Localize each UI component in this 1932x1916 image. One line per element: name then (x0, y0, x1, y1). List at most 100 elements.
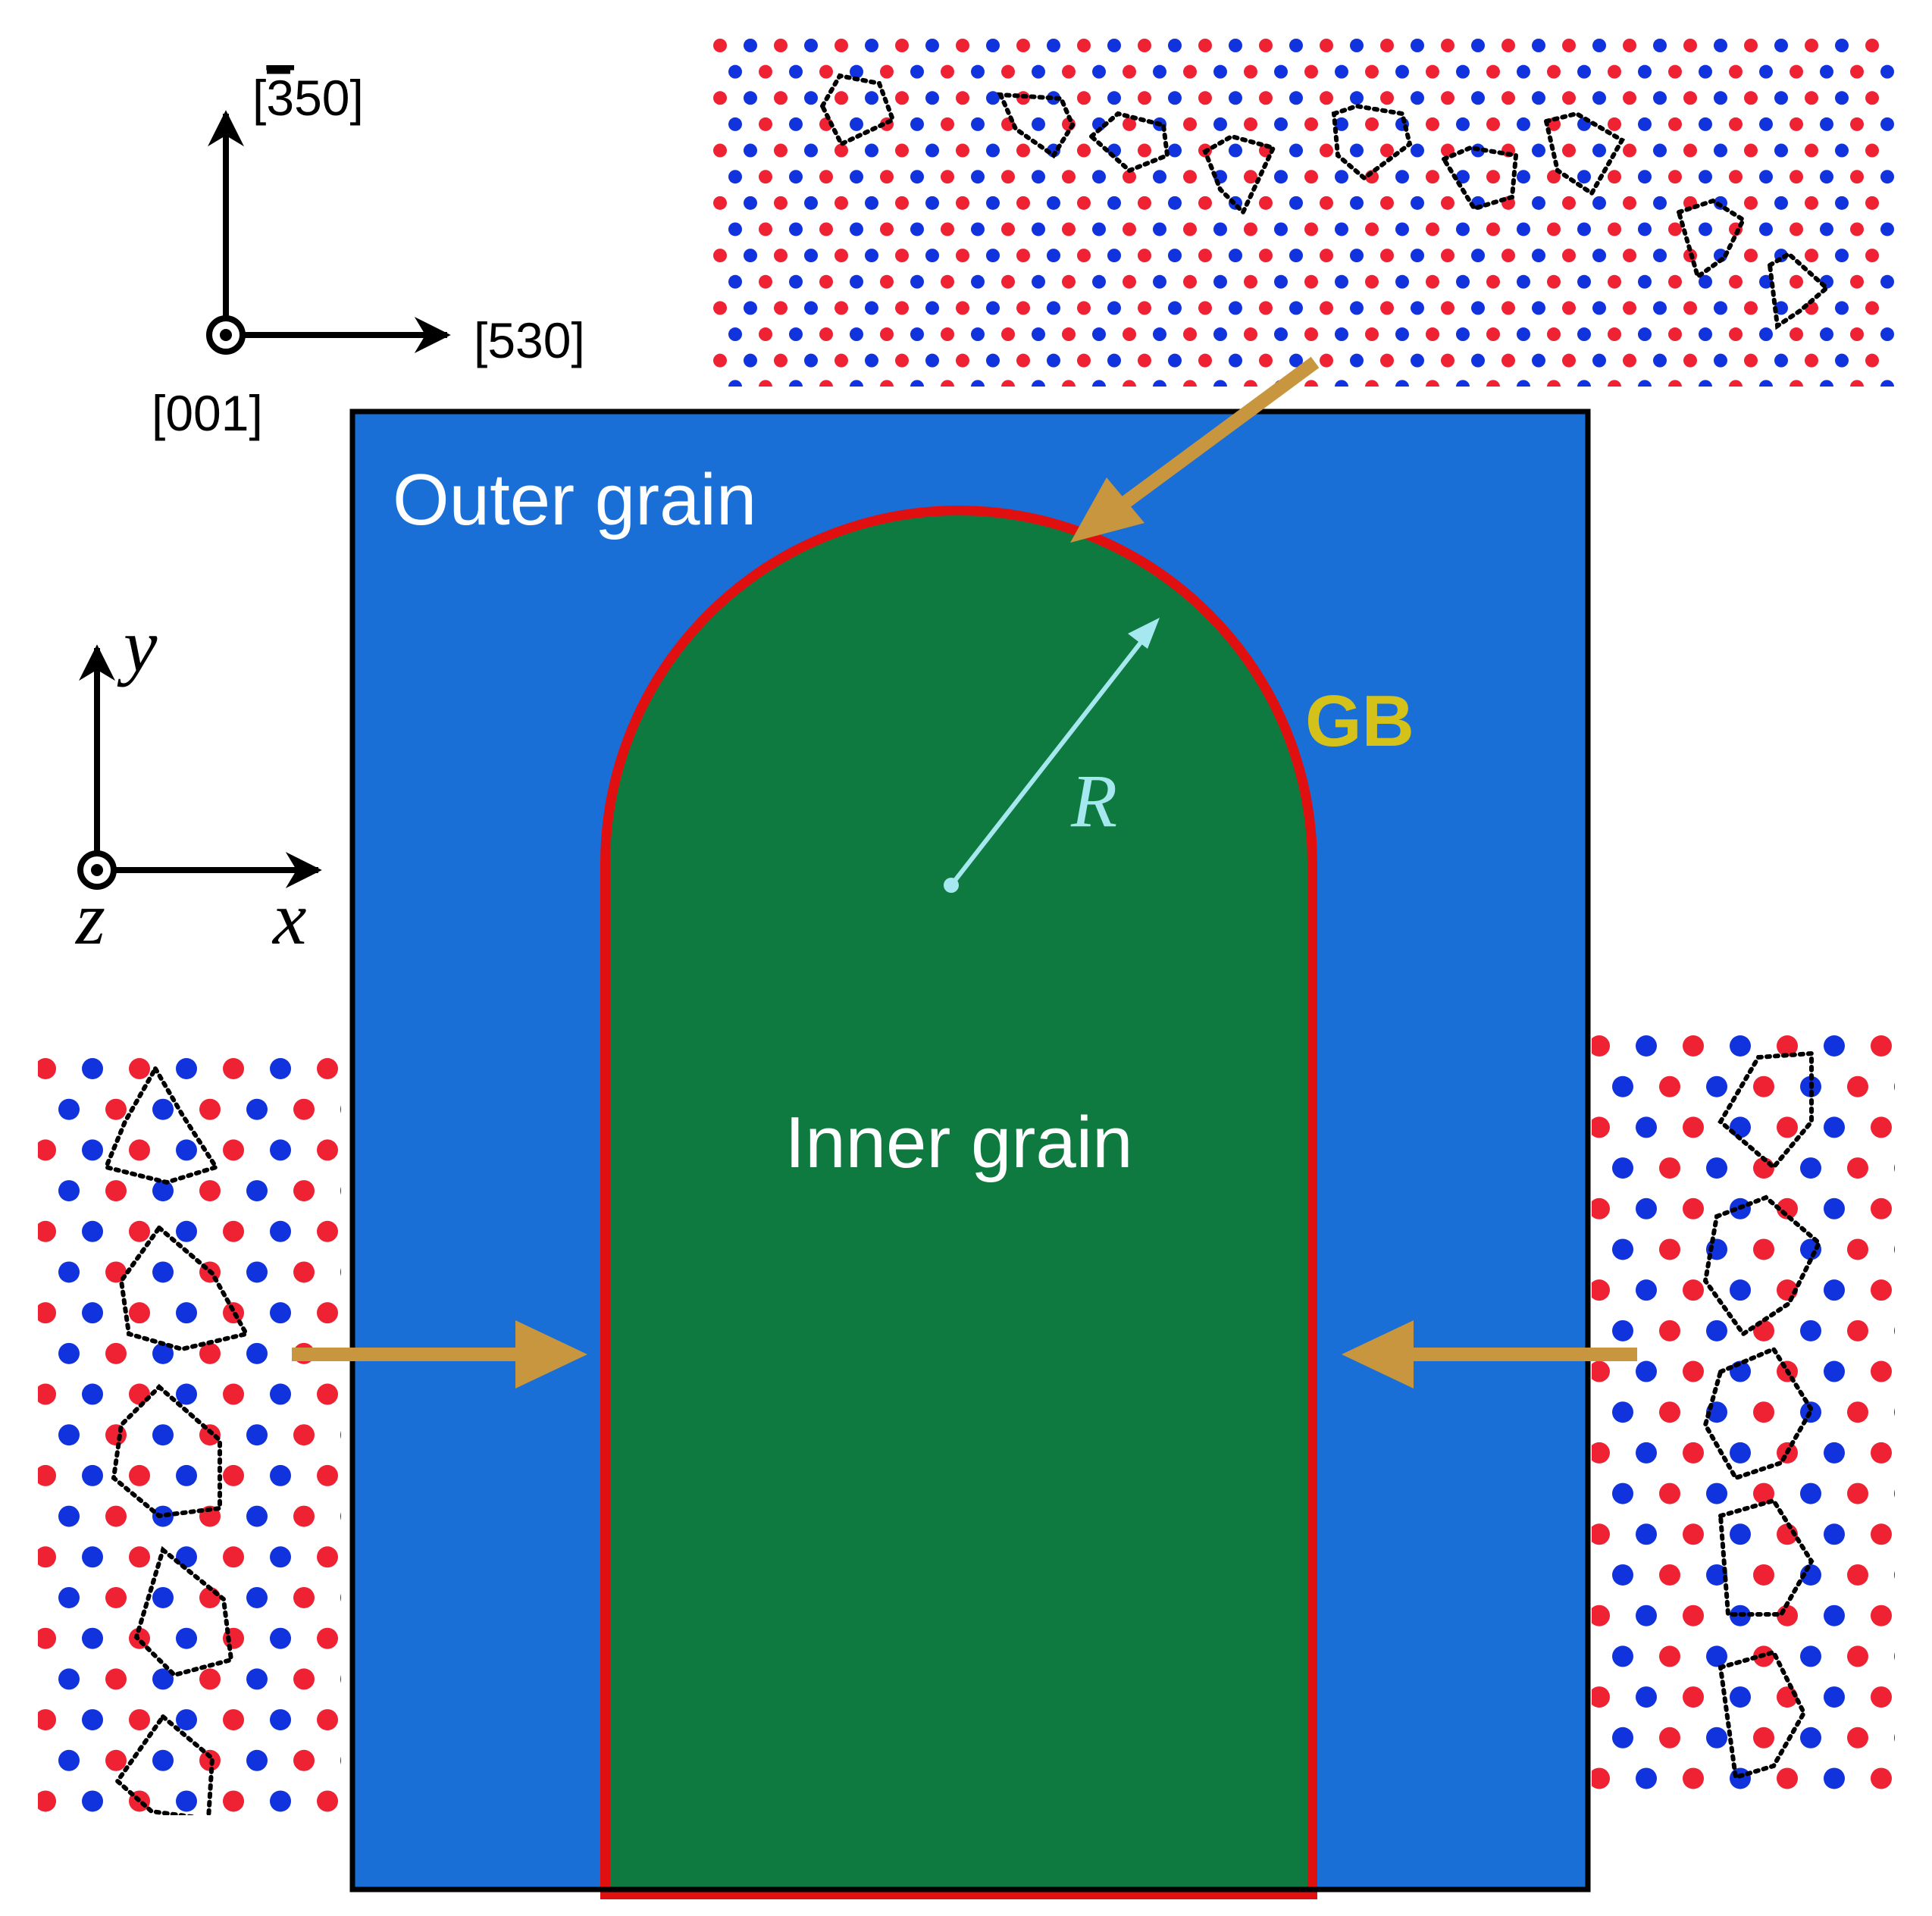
atom (941, 274, 954, 289)
atom (956, 143, 969, 158)
atom (834, 249, 848, 263)
atom (152, 1505, 174, 1527)
atom (880, 327, 894, 342)
atom (1032, 64, 1045, 79)
inset-left-structural-units (102, 1064, 250, 1815)
atom (1894, 1489, 1895, 1498)
atom (1411, 39, 1424, 52)
atom (1744, 353, 1758, 368)
atom (986, 39, 1000, 52)
atom (1668, 222, 1682, 236)
atom (1612, 1564, 1633, 1586)
atom (1744, 91, 1758, 105)
atom (1759, 117, 1773, 131)
atom (971, 274, 985, 289)
atom (1623, 406, 1636, 420)
atom (1880, 170, 1894, 184)
atom (1183, 64, 1197, 79)
atom (986, 301, 1000, 315)
atom (1153, 380, 1166, 387)
atom (1871, 1360, 1892, 1382)
atom (317, 1464, 338, 1486)
atom (728, 327, 742, 342)
atom (744, 301, 757, 315)
atom (1077, 91, 1091, 105)
atom (1426, 327, 1439, 342)
atom (1918, 1279, 1932, 1301)
atom (1880, 274, 1894, 289)
atom (270, 1058, 291, 1079)
atom (1835, 249, 1849, 263)
atom (728, 274, 742, 289)
atom (850, 117, 863, 131)
atom (1395, 380, 1409, 387)
atom (1699, 274, 1712, 289)
atom (1683, 1523, 1704, 1545)
atom (1759, 380, 1773, 387)
atom (82, 1139, 103, 1161)
atom (1706, 1320, 1727, 1342)
atom (1926, 39, 1932, 52)
atom (1894, 1082, 1895, 1091)
atom (1380, 196, 1394, 210)
atom (1138, 39, 1151, 52)
atom (176, 1790, 197, 1812)
atom (1744, 301, 1758, 315)
atom (1753, 1075, 1774, 1097)
atom (1350, 143, 1364, 158)
atom (1911, 380, 1924, 393)
atom (971, 64, 985, 79)
atom (1032, 274, 1045, 289)
atom (129, 1302, 150, 1324)
atom (1894, 1808, 1915, 1830)
atom (223, 1546, 244, 1568)
atom (1577, 274, 1591, 289)
atom (270, 1220, 291, 1242)
atom (1092, 117, 1106, 131)
atom (1918, 1442, 1932, 1464)
atom (1592, 1116, 1610, 1138)
atom (1612, 1238, 1633, 1260)
atom (1532, 249, 1545, 263)
atom (1562, 143, 1576, 158)
atom (1659, 1238, 1680, 1260)
atom (804, 196, 818, 210)
atom (971, 327, 985, 342)
arrow-right (1342, 1320, 1637, 1388)
atom (105, 1505, 127, 1527)
atom (223, 1139, 244, 1161)
atom (895, 91, 909, 105)
atom (1850, 327, 1864, 342)
atom (1608, 380, 1621, 387)
atom (1501, 91, 1515, 105)
atom (865, 39, 878, 52)
atom (1612, 1320, 1633, 1342)
arrow-top-head (1070, 477, 1144, 543)
atom (1790, 170, 1803, 184)
atom (910, 117, 924, 131)
atom (819, 274, 833, 289)
atom (1777, 1849, 1798, 1871)
atom (176, 1383, 197, 1405)
atom (986, 196, 1000, 210)
atom (1244, 274, 1257, 289)
atom (1744, 39, 1758, 52)
structural-unit (102, 1064, 220, 1185)
atom (1001, 222, 1015, 236)
atom (340, 1756, 341, 1764)
atom (1636, 1198, 1657, 1219)
atom (1835, 91, 1849, 105)
atom (246, 1668, 268, 1690)
atom (176, 1058, 197, 1079)
atom (1871, 1604, 1892, 1626)
atom (1153, 327, 1166, 342)
atom (1062, 380, 1076, 387)
atom (199, 1424, 221, 1446)
atom (1699, 433, 1712, 446)
atom (1880, 117, 1894, 131)
atom (1092, 170, 1106, 184)
atom (82, 1627, 103, 1649)
atom (1183, 222, 1197, 236)
atom (1636, 1360, 1657, 1382)
